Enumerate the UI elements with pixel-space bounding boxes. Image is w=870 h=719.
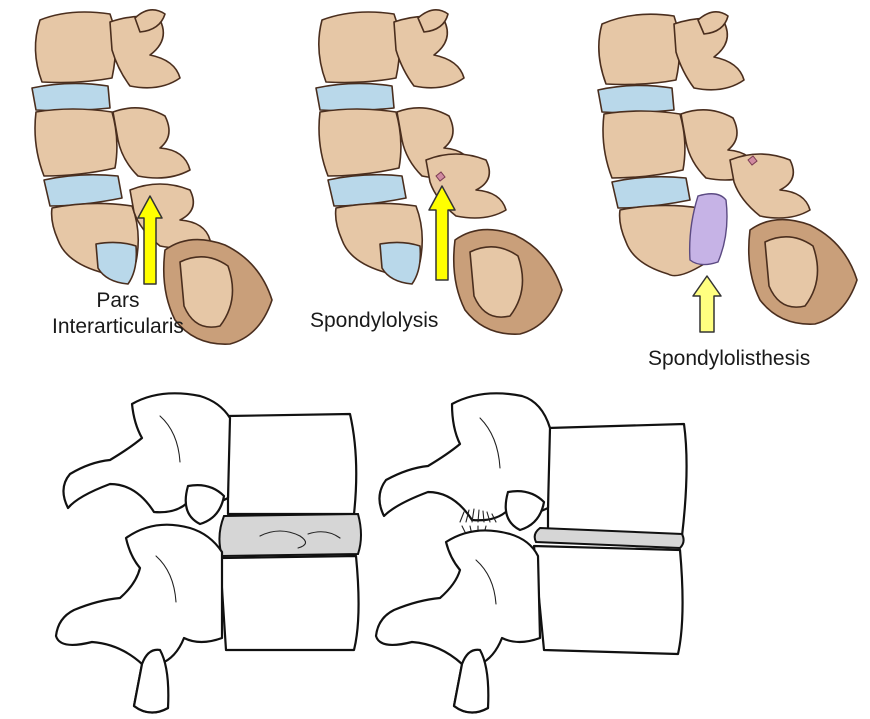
disc-1 xyxy=(316,83,394,110)
panel-spondylolisthesis xyxy=(580,0,870,380)
label-pars-interarticularis: Pars Interarticularis xyxy=(52,288,184,340)
label-spondylolisthesis: Spondylolisthesis xyxy=(648,346,810,372)
panel-spondylolysis xyxy=(290,0,580,360)
slipped-disc xyxy=(690,194,727,265)
vertebra-middle xyxy=(35,108,190,178)
disc-2 xyxy=(44,175,122,206)
disc-2 xyxy=(328,175,406,206)
disc-1 xyxy=(598,85,674,112)
segment-normal xyxy=(50,388,370,719)
disc-1 xyxy=(32,83,110,110)
disc-normal xyxy=(219,514,361,556)
arrow-up-icon xyxy=(693,276,721,332)
vertebra-upper xyxy=(35,10,180,88)
vertebra-upper xyxy=(599,12,744,90)
label-spondylolysis: Spondylolysis xyxy=(310,308,438,334)
disc-2 xyxy=(612,177,690,208)
segment-degenerated xyxy=(368,388,698,719)
vertebra-upper xyxy=(319,10,464,88)
